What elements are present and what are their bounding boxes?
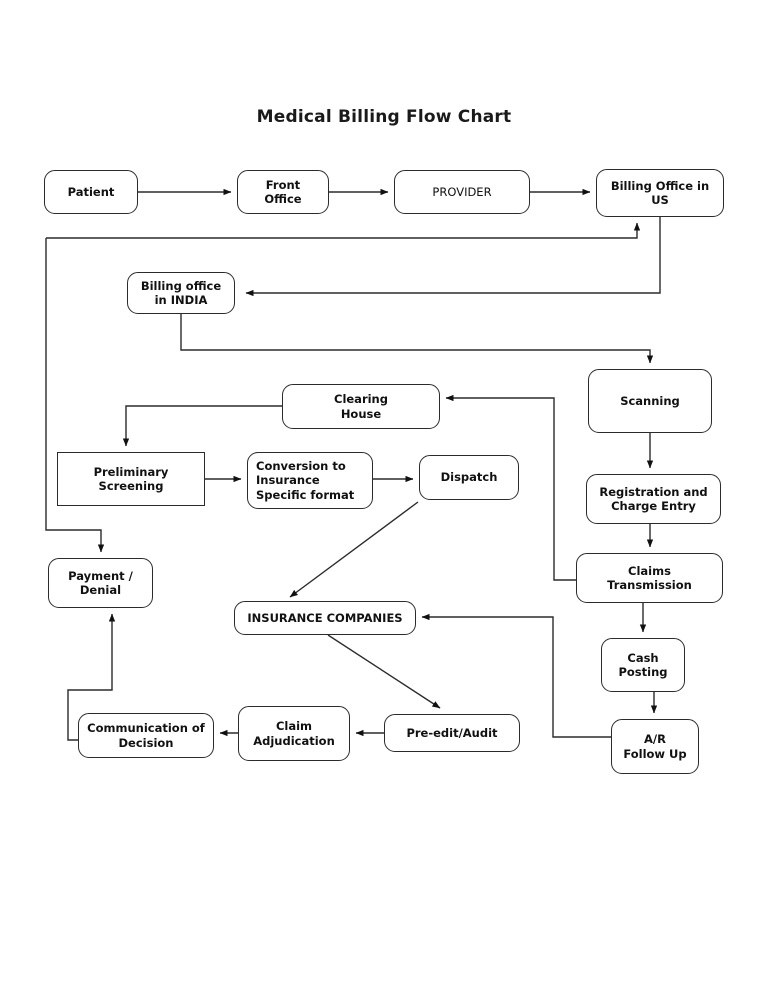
node-label-prelim: Preliminary Screening bbox=[93, 464, 169, 493]
node-front_office[interactable]: Front Office bbox=[237, 170, 329, 214]
node-patient[interactable]: Patient bbox=[44, 170, 138, 214]
node-clearing_house[interactable]: Clearing House bbox=[282, 384, 440, 429]
node-label-conversion: Conversion to Insurance Specific format bbox=[256, 459, 355, 502]
edge-insurance_cos-to-pre_edit bbox=[327, 634, 441, 709]
node-payment_denial[interactable]: Payment / Denial bbox=[48, 558, 153, 608]
node-billing_india[interactable]: Billing office in INDIA bbox=[127, 272, 235, 314]
node-pre_edit[interactable]: Pre-edit/Audit bbox=[384, 714, 520, 752]
edge-billing_us-to-billing_india bbox=[245, 217, 661, 297]
node-provider[interactable]: PROVIDER bbox=[394, 170, 530, 214]
node-label-pre_edit: Pre-edit/Audit bbox=[406, 725, 498, 740]
node-label-ar_followup: A/R Follow Up bbox=[623, 732, 687, 761]
node-prelim[interactable]: Preliminary Screening bbox=[57, 452, 205, 506]
node-comm_decision[interactable]: Communication of Decision bbox=[78, 713, 214, 758]
edge-billing_india-to-scanning bbox=[180, 314, 654, 364]
node-insurance_cos[interactable]: INSURANCE COMPANIES bbox=[234, 601, 416, 635]
node-label-front_office: Front Office bbox=[264, 177, 302, 206]
edge-dispatch-to-insurance_cos bbox=[289, 501, 419, 598]
node-claim_adjud[interactable]: Claim Adjudication bbox=[238, 706, 350, 761]
page-title: Medical Billing Flow Chart bbox=[256, 107, 512, 127]
edge-clearing_house-to-prelim bbox=[122, 405, 282, 447]
node-label-provider: PROVIDER bbox=[432, 184, 492, 199]
node-label-cash_posting: Cash Posting bbox=[618, 650, 668, 679]
node-label-payment_denial: Payment / Denial bbox=[68, 568, 133, 597]
node-label-billing_us: Billing Office in US bbox=[610, 178, 710, 207]
node-label-claim_adjud: Claim Adjudication bbox=[253, 719, 335, 748]
node-scanning[interactable]: Scanning bbox=[588, 369, 712, 433]
node-registration[interactable]: Registration and Charge Entry bbox=[586, 474, 721, 524]
node-label-claims_trans: Claims Transmission bbox=[607, 563, 692, 592]
edge-left_rail-to-billing_us bbox=[46, 222, 641, 239]
node-cash_posting[interactable]: Cash Posting bbox=[601, 638, 685, 692]
node-label-registration: Registration and Charge Entry bbox=[599, 484, 708, 513]
node-ar_followup[interactable]: A/R Follow Up bbox=[611, 719, 699, 774]
node-label-patient: Patient bbox=[67, 184, 115, 199]
node-label-billing_india: Billing office in INDIA bbox=[140, 278, 222, 307]
node-label-dispatch: Dispatch bbox=[440, 470, 498, 485]
node-billing_us[interactable]: Billing Office in US bbox=[596, 169, 724, 217]
node-label-clearing_house: Clearing House bbox=[334, 392, 388, 421]
node-claims_trans[interactable]: Claims Transmission bbox=[576, 553, 723, 603]
node-conversion[interactable]: Conversion to Insurance Specific format bbox=[247, 452, 373, 509]
node-label-insurance_cos: INSURANCE COMPANIES bbox=[247, 610, 403, 625]
node-dispatch[interactable]: Dispatch bbox=[419, 455, 519, 500]
node-label-comm_decision: Communication of Decision bbox=[87, 721, 205, 750]
node-label-scanning: Scanning bbox=[620, 393, 680, 408]
